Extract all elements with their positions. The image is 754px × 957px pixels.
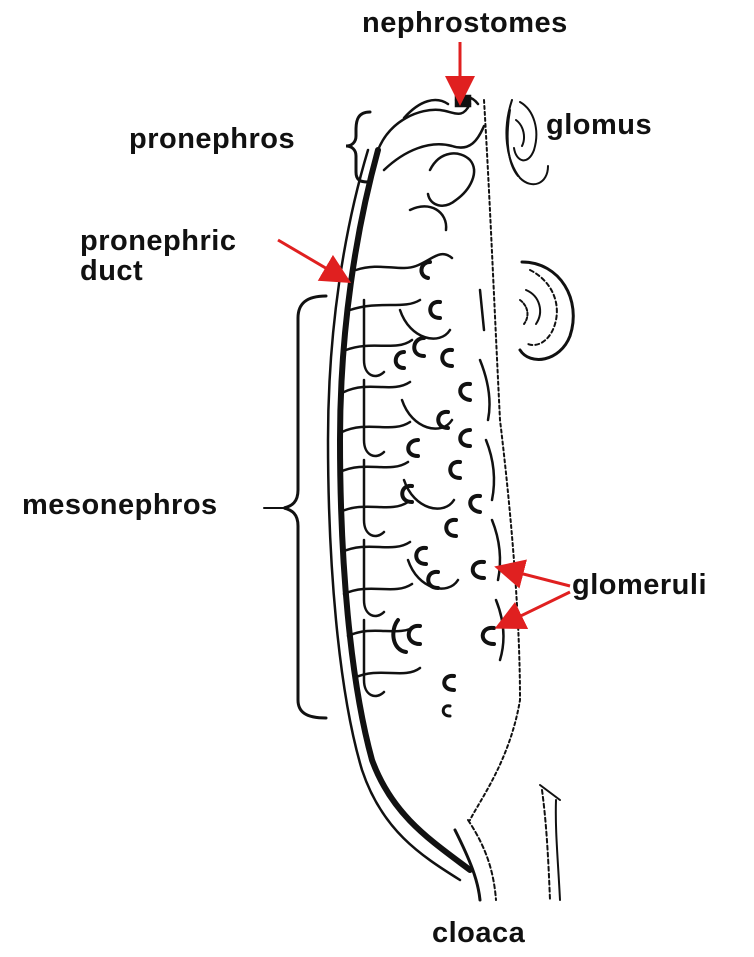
glomeruli-arrow-lower xyxy=(500,592,570,626)
mesonephros-brace xyxy=(284,296,326,718)
mesonephros-tubules xyxy=(340,254,503,716)
pronephric-duct-arrow xyxy=(278,240,346,280)
label-pronephros: pronephros xyxy=(129,124,295,154)
label-arrows xyxy=(278,42,570,626)
label-cloaca: cloaca xyxy=(432,918,525,948)
label-pronephric-duct-line2: duct xyxy=(80,256,143,286)
pronephros-tubules xyxy=(378,96,484,230)
glomeruli-arrow-upper xyxy=(500,568,570,586)
label-glomus: glomus xyxy=(546,110,652,140)
glomus-lower xyxy=(520,262,573,359)
label-glomeruli: glomeruli xyxy=(572,570,707,600)
glomus-structure xyxy=(506,100,548,184)
pronephros-brace xyxy=(346,112,370,182)
label-mesonephros: mesonephros xyxy=(22,490,218,520)
label-nephrostomes: nephrostomes xyxy=(362,8,568,38)
label-pronephric-duct-line1: pronephric xyxy=(80,226,236,256)
